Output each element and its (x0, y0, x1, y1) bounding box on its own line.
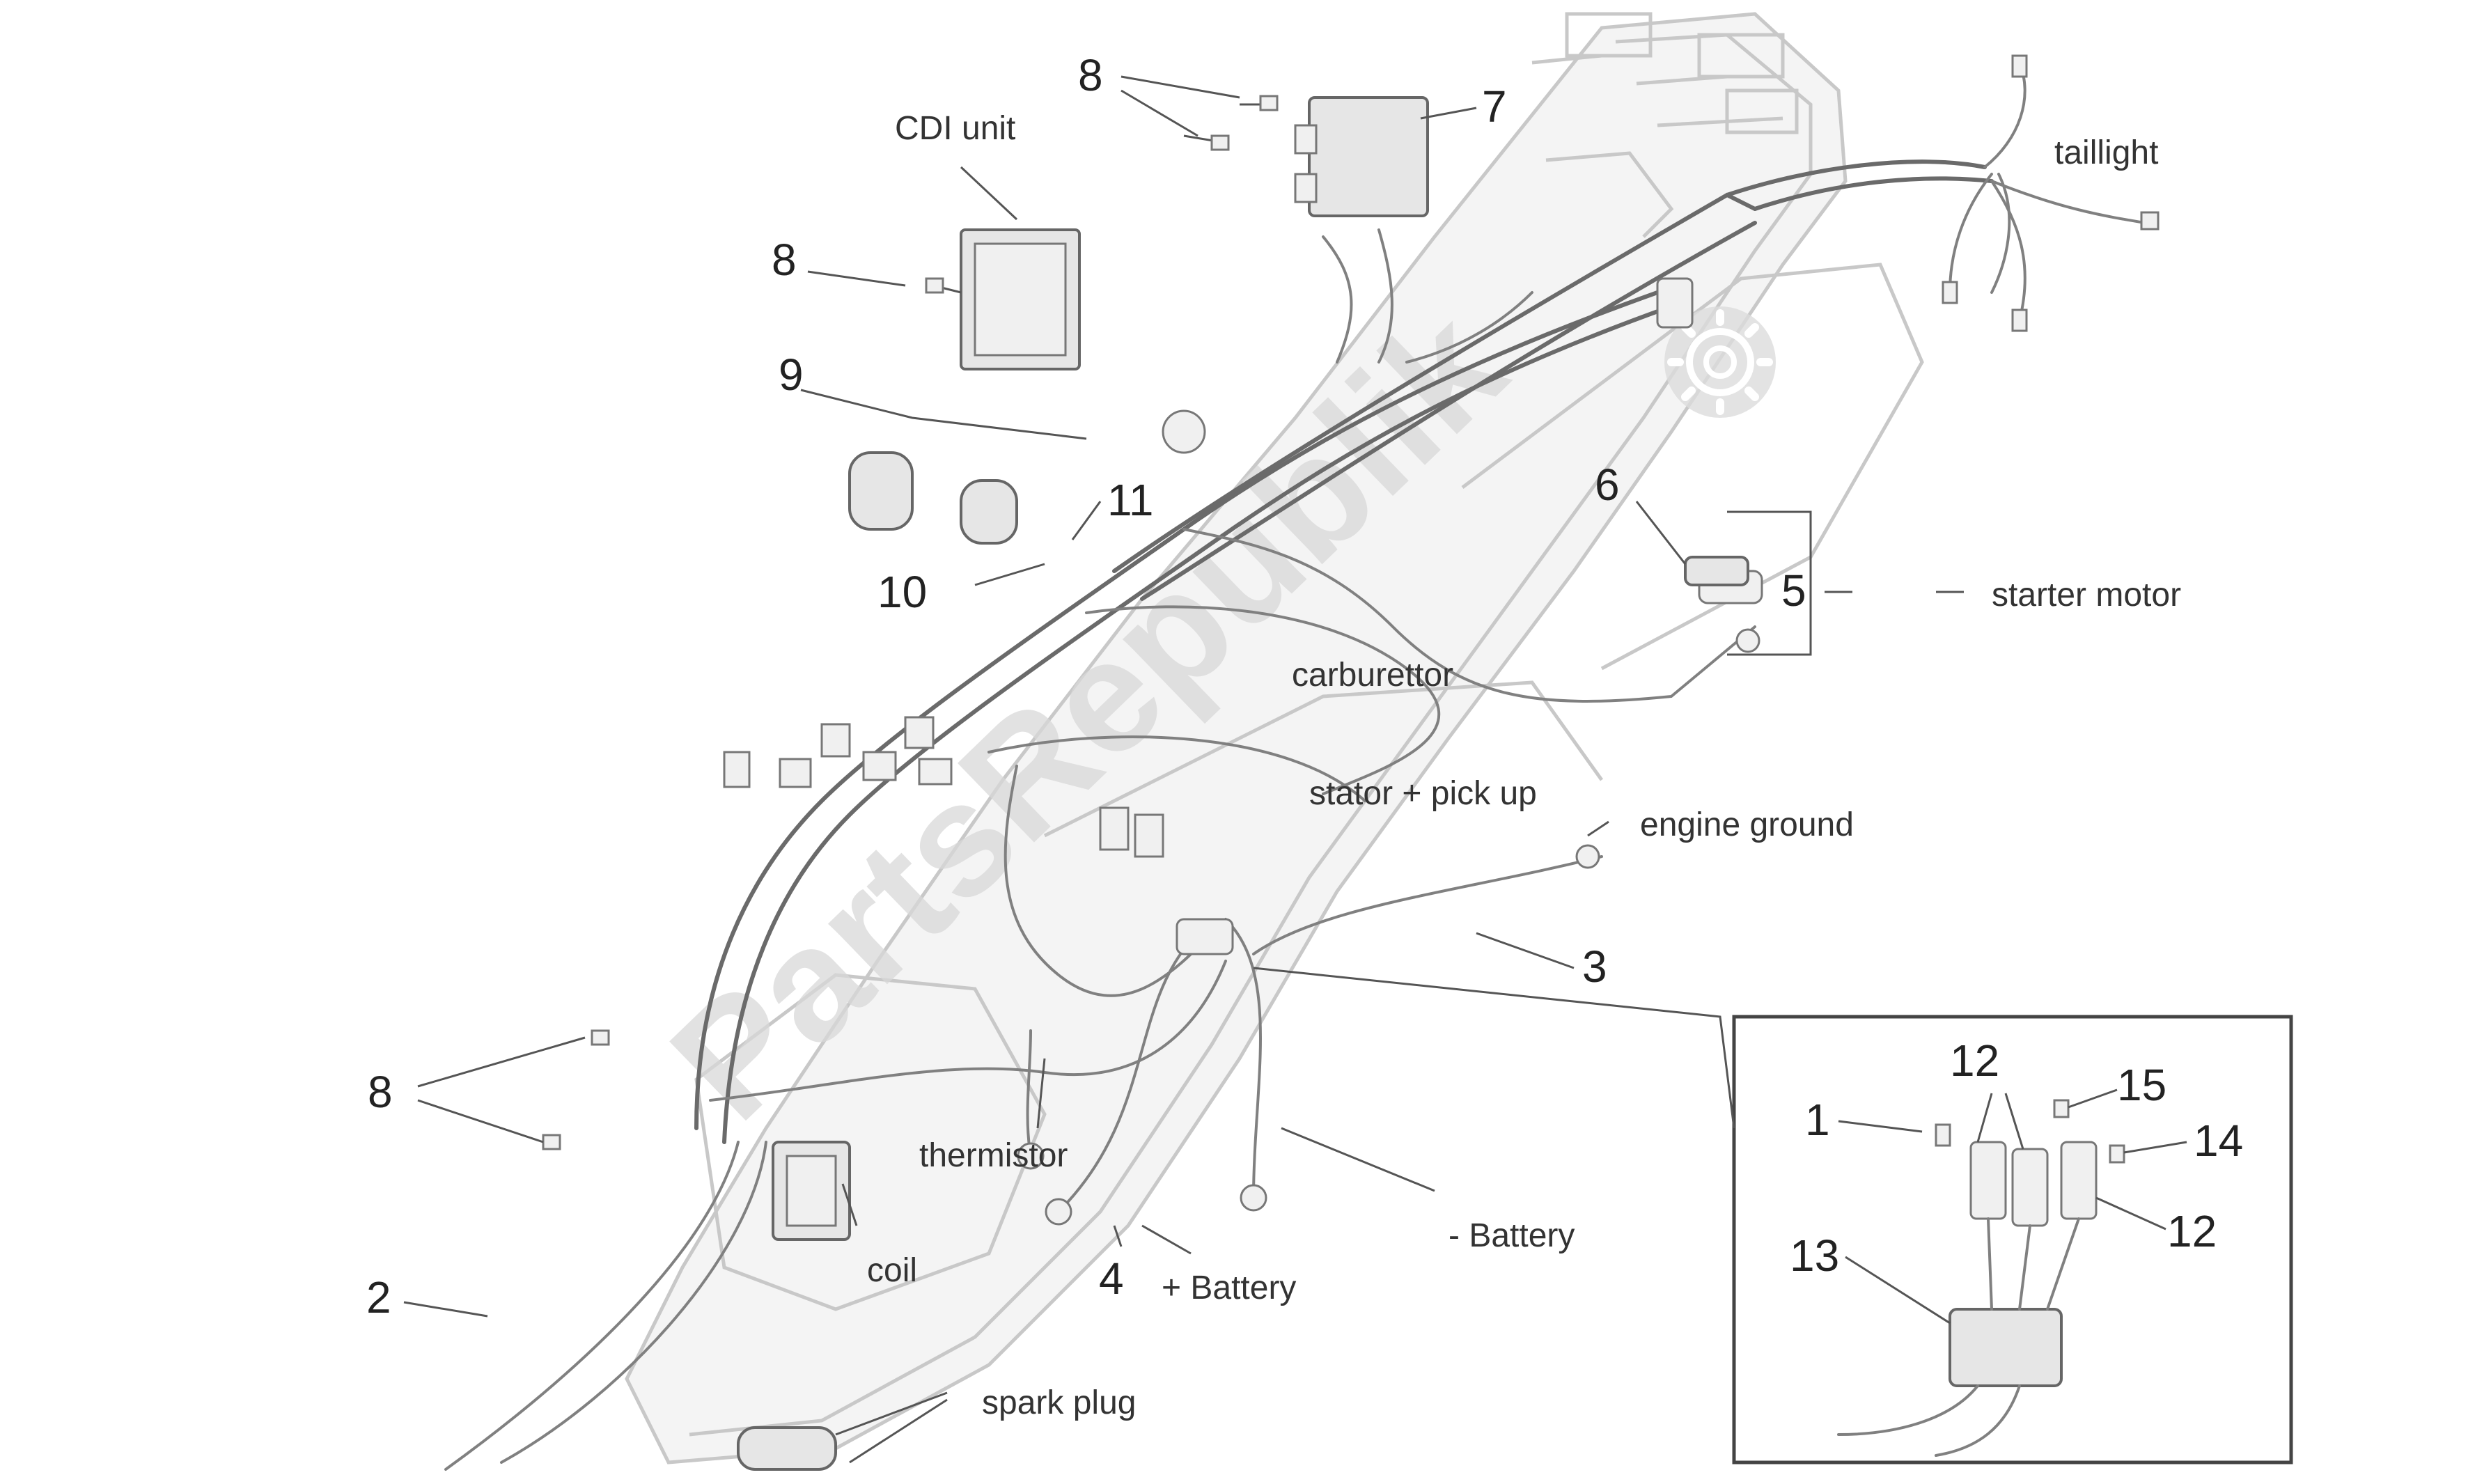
label-engine-ground: engine ground (1640, 806, 1854, 843)
callout-8-mid: 8 (772, 235, 797, 285)
callout-9: 9 (779, 350, 804, 400)
text-labels: CDI unit taillight starter motor carbure… (867, 110, 2181, 1421)
wiring-harness (444, 159, 1994, 1471)
callout-numbers: 8 7 8 9 11 10 6 5 3 4 8 2 1 12 15 14 12 … (366, 50, 2243, 1322)
label-thermistor: thermistor (919, 1137, 1068, 1174)
frame-outline (625, 12, 1924, 1465)
callout-15: 15 (2117, 1060, 2166, 1110)
callout-5: 5 (1781, 565, 1806, 616)
harness-connectors (723, 277, 1763, 1226)
callout-14: 14 (2194, 1116, 2243, 1166)
callout-13: 13 (1790, 1231, 1839, 1281)
label-taillight: taillight (2054, 134, 2158, 171)
screws (542, 95, 1279, 1150)
label-starter-motor: starter motor (1992, 577, 2181, 614)
callout-12-top: 12 (1950, 1036, 1999, 1086)
starter-relay (1684, 556, 1749, 586)
label-battery-negative: - Battery (1448, 1217, 1575, 1254)
leader-lines (403, 75, 2187, 1464)
callout-8-low: 8 (368, 1067, 393, 1117)
callout-4: 4 (1099, 1253, 1124, 1304)
label-spark-plug: spark plug (982, 1384, 1136, 1421)
taillight-wires (1942, 54, 2160, 332)
relay-pair (848, 451, 1018, 545)
callout-8-top: 8 (1078, 50, 1103, 100)
cdi-unit (960, 228, 1081, 370)
voltage-regulator (1294, 96, 1429, 217)
callout-11: 11 (1107, 475, 1153, 525)
callout-10: 10 (877, 567, 927, 617)
ignition-coil (772, 1141, 851, 1241)
spark-plug-cap (737, 1426, 837, 1471)
callout-1: 1 (1805, 1095, 1830, 1145)
detail-inset (1253, 967, 2293, 1465)
label-battery-positive: + Battery (1162, 1270, 1296, 1306)
callout-3: 3 (1582, 942, 1607, 992)
callout-2: 2 (366, 1272, 391, 1322)
label-carburettor: carburettor (1292, 657, 1453, 694)
callout-7: 7 (1482, 81, 1507, 132)
callout-6: 6 (1595, 460, 1620, 510)
label-coil: coil (867, 1252, 917, 1289)
label-stator-pickup: stator + pick up (1309, 775, 1537, 812)
callout-12-low: 12 (2167, 1206, 2217, 1256)
label-cdi-unit: CDI unit (895, 110, 1015, 147)
